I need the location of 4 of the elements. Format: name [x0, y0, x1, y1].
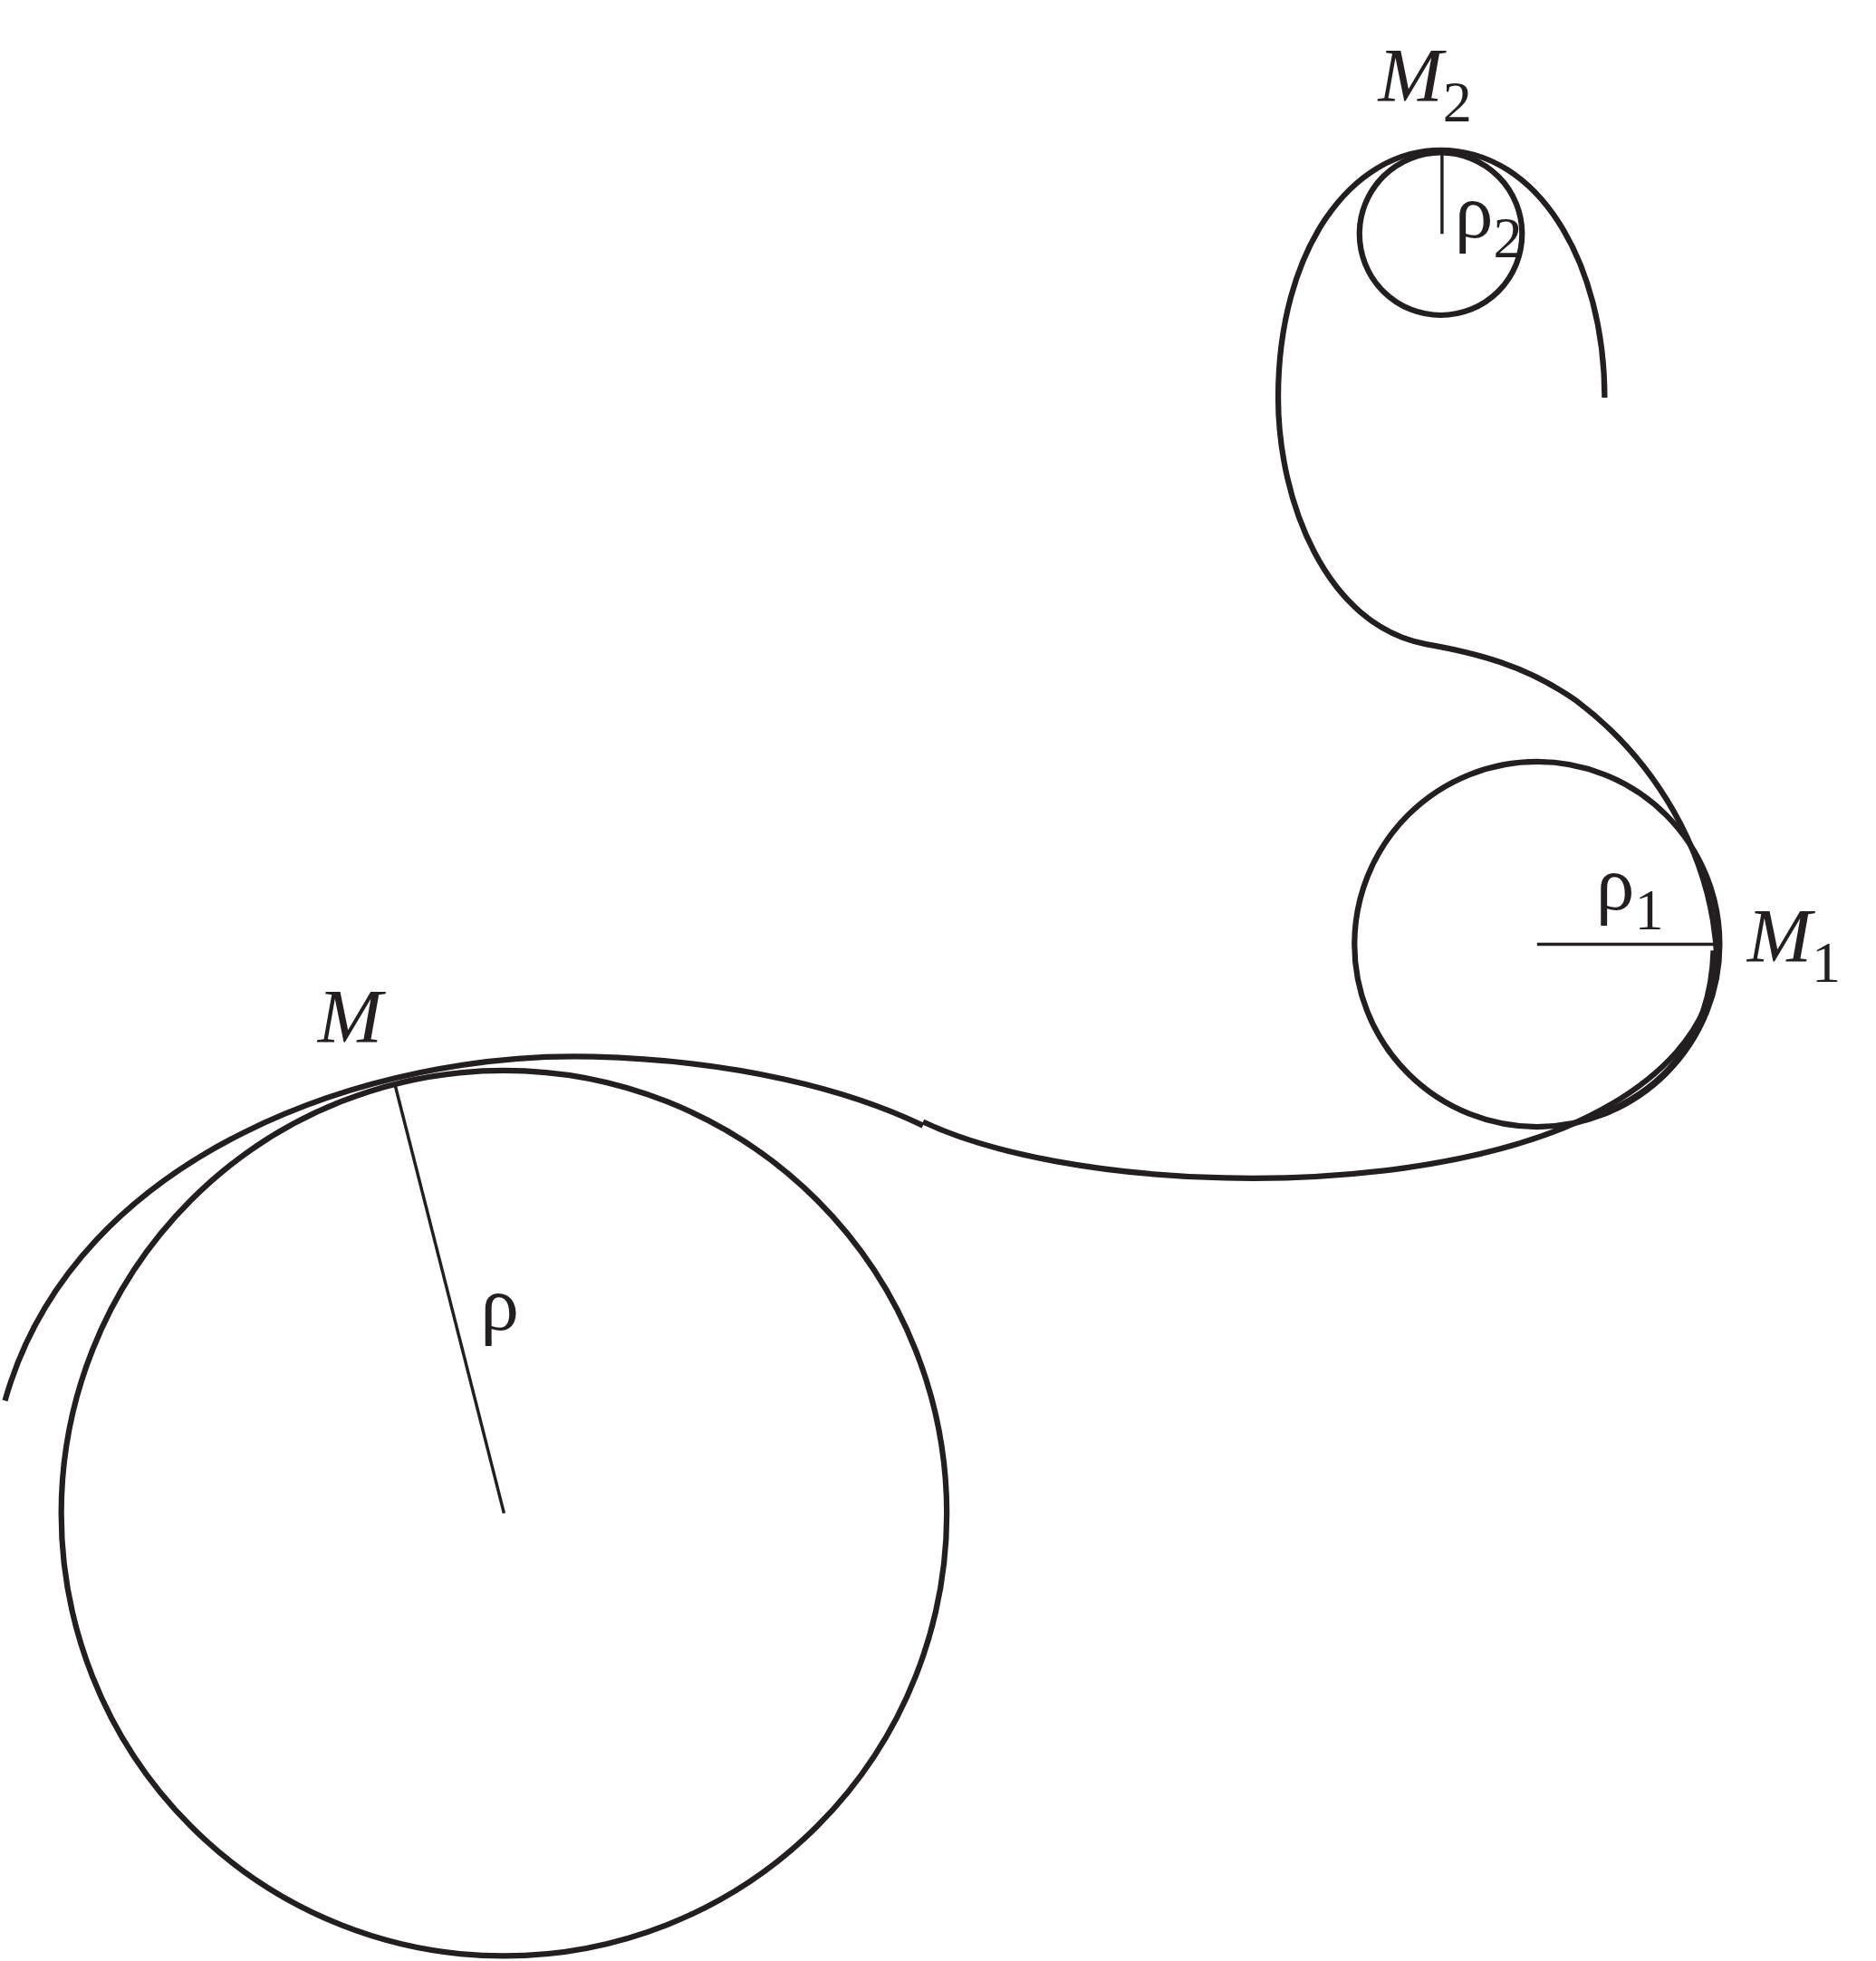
radius-label: ρ$_{2}$ [1454, 172, 1523, 268]
point-label: M$_{1}$ [1746, 898, 1842, 993]
point-label: M$_{2}$ [1378, 37, 1472, 133]
radius-label: ρ$_{1}$ [1595, 845, 1664, 940]
